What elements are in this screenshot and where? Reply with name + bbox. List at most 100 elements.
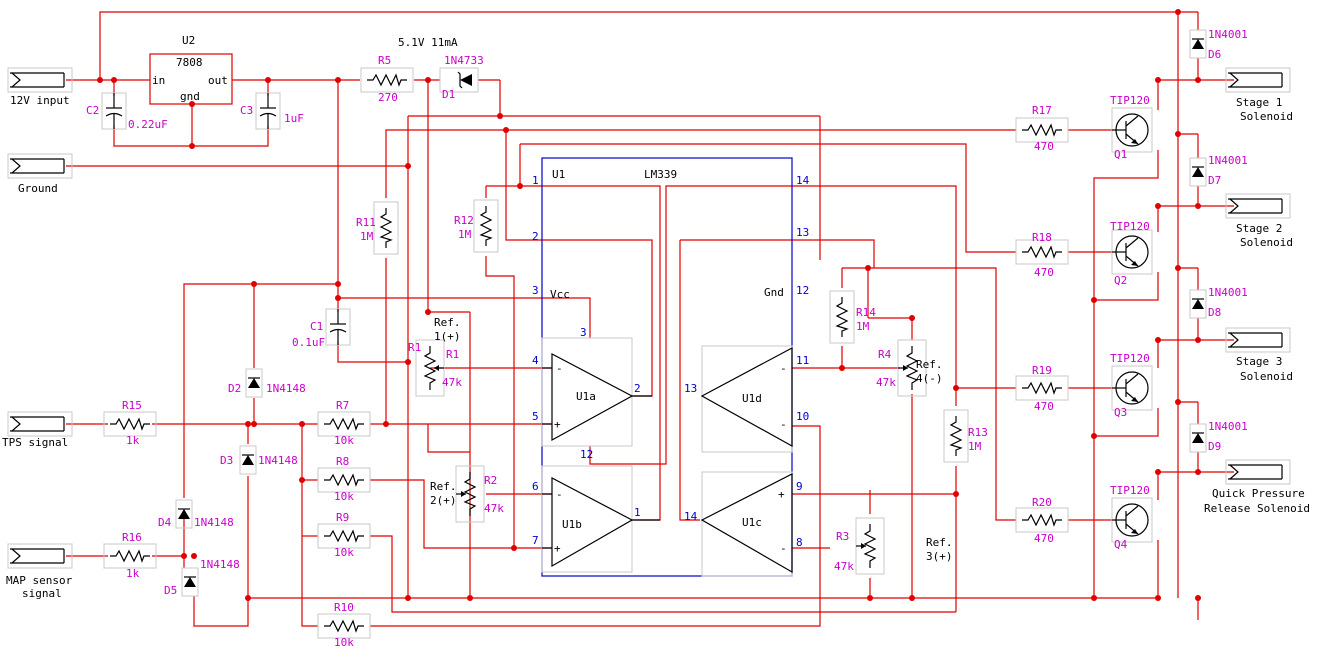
resistor-r17-value: 470 (1034, 140, 1054, 153)
resistor-r14-value: 1M (856, 320, 870, 333)
resistor-r14[interactable]: R14 1M (829, 290, 876, 344)
potentiometer-r1-label-2: 1(+) (434, 330, 461, 343)
connector-qpr-label-2: Release Solenoid (1204, 502, 1310, 515)
resistor-r8[interactable]: R8 10k (317, 455, 371, 503)
regulator-pin-out: out (208, 74, 228, 87)
resistor-r16[interactable]: R16 1k (103, 531, 157, 580)
connector-stage1[interactable]: Stage 1 Solenoid (1225, 67, 1293, 123)
potentiometer-r4-value: 47k (876, 376, 896, 389)
potentiometer-r3-value: 47k (834, 560, 854, 573)
diode-d9-ref: D9 (1208, 440, 1221, 453)
potentiometer-r1-value: 47k (442, 376, 462, 389)
connector-ground[interactable]: Ground (7, 153, 73, 195)
resistor-r14-ref: R14 (856, 306, 876, 319)
regulator-ref: U2 (182, 34, 195, 47)
comparator-unit-u1d[interactable]: - - U1d 13 11 10 (684, 345, 809, 453)
zener-diode-d1[interactable]: 5.1V 11mA 1N4733 D1 (398, 36, 484, 101)
pin-14-out: 14 (684, 510, 698, 523)
connector-stage1-label-1: Stage 1 (1236, 96, 1282, 109)
resistor-r17-ref: R17 (1032, 104, 1052, 117)
resistor-r7[interactable]: R7 10k (317, 399, 371, 447)
capacitor-c3-ref: C3 (240, 104, 253, 117)
resistor-r16-ref: R16 (122, 531, 142, 544)
diode-d7[interactable]: 1N4001 D7 (1189, 154, 1248, 187)
capacitor-c1-ref: C1 (310, 320, 323, 333)
transistor-q4-part: TIP120 (1110, 484, 1150, 497)
comparator-unit-u1b[interactable]: - + U1b 6 7 1 (532, 465, 660, 573)
potentiometer-r2[interactable]: R2 47k Ref. 2(+) (430, 465, 504, 523)
regulator-u2[interactable]: U2 7808 in out gnd (149, 34, 233, 105)
resistor-r17[interactable]: R17 470 (1015, 104, 1069, 153)
resistor-r10[interactable]: R10 10k (317, 601, 371, 649)
svg-text:-: - (780, 418, 787, 431)
resistor-r9[interactable]: R9 10k (317, 511, 371, 559)
resistor-r13-value: 1M (968, 440, 982, 453)
connector-map-label-1: MAP sensor (6, 574, 73, 587)
pin-2: 2 (532, 230, 539, 243)
diode-d6[interactable]: 1N4001 D6 (1189, 28, 1248, 61)
svg-text:-: - (780, 362, 787, 375)
resistor-r11[interactable]: R11 1M (356, 201, 399, 255)
transistor-q2[interactable]: TIP120 Q2 (1110, 220, 1153, 287)
zener-diode-d1-part: 1N4733 (444, 54, 484, 67)
diode-d8[interactable]: 1N4001 D8 (1189, 286, 1248, 319)
svg-text:+: + (554, 542, 561, 555)
resistor-r10-ref: R10 (334, 601, 354, 614)
transistor-q3-ref: Q3 (1114, 406, 1127, 419)
capacitor-c1-value: 0.1uF (292, 336, 325, 349)
potentiometer-r1-ref-2: R1 (446, 348, 459, 361)
capacitor-c2-value: 0.22uF (128, 118, 168, 131)
transistor-q2-ref: Q2 (1114, 274, 1127, 287)
capacitor-c1[interactable]: C1 0.1uF (292, 308, 351, 349)
transistor-q1[interactable]: TIP120 Q1 (1110, 94, 1153, 161)
transistor-q1-ref: Q1 (1114, 148, 1127, 161)
transistor-q1-part: TIP120 (1110, 94, 1150, 107)
diode-d5-part: 1N4148 (200, 558, 240, 571)
pin-3-vcc: 3 (580, 326, 587, 339)
resistor-r5-value: 270 (378, 91, 398, 104)
resistor-r20[interactable]: R20 470 (1015, 496, 1069, 545)
diode-d5[interactable]: D5 1N4148 (164, 558, 240, 597)
potentiometer-r3-label-2: 3(+) (926, 550, 953, 563)
transistor-q4[interactable]: TIP120 Q4 (1110, 484, 1153, 551)
capacitor-c3[interactable]: C3 1uF (240, 92, 304, 130)
resistor-r5[interactable]: R5 270 (360, 54, 414, 104)
potentiometer-r3-ref: R3 (836, 530, 849, 543)
potentiometer-r1[interactable]: R1 R1 47k Ref. 1(+) (408, 316, 462, 397)
diode-d3[interactable]: D3 1N4148 (220, 445, 298, 475)
transistor-q2-part: TIP120 (1110, 220, 1150, 233)
connector-map-sensor[interactable]: MAP sensor signal (6, 543, 73, 600)
resistor-r13-ref: R13 (968, 426, 988, 439)
capacitor-c2-ref: C2 (86, 104, 99, 117)
resistor-r15[interactable]: R15 1k (103, 399, 157, 447)
connector-tps-signal[interactable]: TPS signal (2, 411, 73, 449)
diode-d9[interactable]: 1N4001 D9 (1189, 420, 1248, 453)
resistor-r10-value: 10k (334, 636, 354, 649)
potentiometer-r4[interactable]: R4 47k Ref. 4(-) (876, 339, 943, 397)
resistor-r7-ref: R7 (336, 399, 349, 412)
resistor-r9-value: 10k (334, 546, 354, 559)
comparator-unit-u1c[interactable]: + - U1c 14 9 8 (684, 471, 803, 577)
comparator-unit-u1a[interactable]: - + U1a 4 5 2 3 12 (532, 326, 652, 461)
connector-quick-pressure-release[interactable]: Quick Pressure Release Solenoid (1204, 459, 1310, 515)
diode-d7-ref: D7 (1208, 174, 1221, 187)
connector-12v-input[interactable]: 12V input (7, 67, 73, 107)
capacitor-c2[interactable]: C2 0.22uF (86, 92, 168, 131)
potentiometer-r3[interactable]: R3 47k Ref. 3(+) (834, 517, 953, 575)
diode-d2[interactable]: D2 1N4148 (228, 368, 306, 398)
connector-stage2[interactable]: Stage 2 Solenoid (1225, 193, 1293, 249)
transistor-q3[interactable]: TIP120 Q3 (1110, 352, 1153, 419)
connector-stage3[interactable]: Stage 3 Solenoid (1225, 327, 1293, 383)
diode-d4[interactable]: D4 1N4148 (158, 499, 234, 529)
comparator-part: LM339 (644, 168, 677, 181)
connector-stage3-label-1: Stage 3 (1236, 355, 1282, 368)
resistor-r12[interactable]: R12 1M (454, 199, 499, 253)
diode-d7-part: 1N4001 (1208, 154, 1248, 167)
resistor-r18[interactable]: R18 470 (1015, 231, 1069, 279)
diode-d4-part: 1N4148 (194, 516, 234, 529)
comparator-u1[interactable]: U1 LM339 Vcc Gnd 1 2 3 14 13 12 (532, 157, 810, 577)
resistor-r19[interactable]: R19 470 (1015, 364, 1069, 413)
resistor-r20-value: 470 (1034, 532, 1054, 545)
resistor-r15-ref: R15 (122, 399, 142, 412)
resistor-r13[interactable]: R13 1M (943, 409, 988, 463)
